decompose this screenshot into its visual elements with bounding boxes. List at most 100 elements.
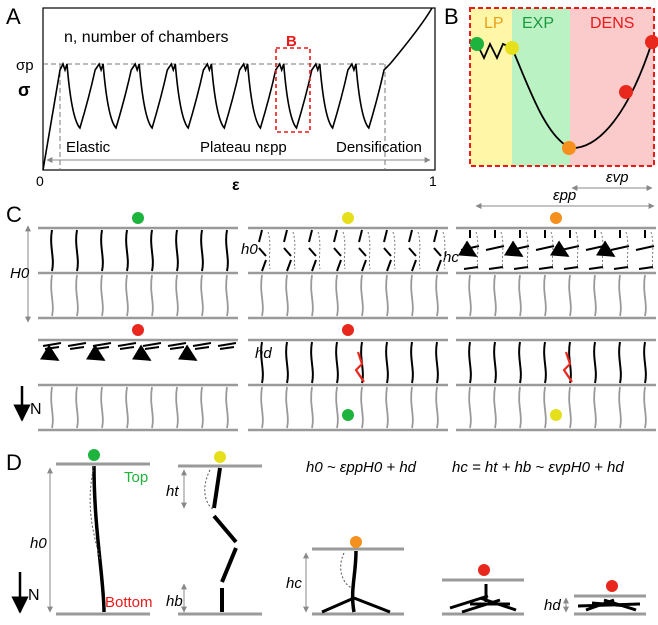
H0-label: H0	[10, 265, 30, 282]
c3-wall-dashed	[475, 231, 479, 270]
c6-lower-wall	[493, 386, 497, 429]
panel-d-label: D	[6, 450, 22, 475]
hd-label-c: hd	[255, 345, 272, 362]
c2-marker-top	[342, 212, 354, 224]
c1-lower-wall	[125, 274, 129, 317]
c6-lower-wall	[518, 386, 522, 429]
region-densification: Densification	[336, 139, 422, 156]
c5-upper-wall	[260, 341, 264, 384]
eps-pp-label: εpp	[553, 187, 576, 204]
c2-upper-wall	[433, 229, 442, 272]
panel-a-label: A	[6, 4, 21, 29]
c2-upper-wall	[333, 229, 342, 272]
c6-lower-wall	[468, 386, 472, 429]
hb-label: hb	[166, 593, 183, 610]
c3-lower-wall	[618, 274, 622, 317]
c4-lower-wall	[100, 386, 104, 429]
c6-lower-wall	[593, 386, 597, 429]
c2-wall-dashed	[317, 231, 321, 270]
c5-upper-wall	[385, 341, 389, 384]
d4-debris	[449, 584, 517, 614]
d1-wall	[92, 465, 106, 613]
c3-wall-dashed	[550, 231, 554, 270]
d2-segment-3	[220, 547, 238, 583]
panel-b: LP EXP DENS εvp εpp	[469, 7, 658, 209]
ht-label: ht	[166, 483, 179, 500]
c1-upper-wall	[150, 229, 154, 272]
c2-wall-dashed	[367, 231, 371, 270]
c4-marker-top	[132, 324, 144, 336]
c2-upper-wall	[358, 229, 367, 272]
lp-region	[470, 8, 512, 166]
c1-upper-wall	[100, 229, 104, 272]
c6-upper-wall	[618, 341, 622, 384]
c5-lower-wall	[285, 386, 289, 429]
d5-marker-red	[606, 580, 618, 592]
panel-c: H0 h0 hc hd N	[10, 212, 656, 432]
c2-lower-wall	[435, 274, 439, 317]
dens-label: DENS	[590, 15, 634, 32]
c3-upper-wall	[635, 230, 655, 270]
force-label-c: N	[30, 401, 42, 418]
inset-b-box	[275, 47, 311, 133]
marker-red-end	[645, 35, 658, 49]
c5-upper-wall	[310, 341, 314, 384]
c3-upper-wall	[510, 230, 530, 270]
dens-region	[570, 8, 654, 166]
c5-fracture-path	[354, 351, 365, 383]
c6-lower-wall	[568, 386, 572, 429]
c4-lower-wall	[225, 386, 229, 429]
c5-marker-bottom	[342, 409, 354, 421]
c6-marker-bottom	[550, 409, 562, 421]
c5-marker-top	[342, 324, 354, 336]
c5-lower-wall	[385, 386, 389, 429]
c4-upper-wall	[92, 342, 112, 350]
c2-wall-dashed	[267, 231, 271, 270]
c2-lower-wall	[285, 274, 289, 317]
c1-lower-wall	[225, 274, 229, 317]
c3-upper-wall	[460, 230, 480, 270]
c1-upper-wall	[125, 229, 129, 272]
panel-a: B n, number of chambers σp σ 0 1 ε Elast…	[16, 7, 437, 194]
c3-marker-top	[550, 212, 562, 224]
hc-label-d: hc	[286, 575, 302, 592]
c3-lower-wall	[493, 274, 497, 317]
bottom-label: Bottom	[105, 594, 153, 611]
c3-move-arrow	[457, 240, 478, 258]
c3-wall-dashed	[525, 231, 529, 270]
c2-upper-wall	[308, 229, 317, 272]
plot-a-frame	[42, 7, 436, 171]
c2-upper-wall	[283, 229, 292, 272]
c4-upper-wall	[192, 342, 212, 350]
c1-upper-wall	[75, 229, 79, 272]
c3-upper-wall	[560, 230, 580, 270]
c3-upper-wall	[610, 230, 630, 270]
y-axis-label: σ	[18, 80, 30, 100]
d5-debris	[577, 598, 641, 612]
c6-lower-wall	[618, 386, 622, 429]
c3-wall-dashed	[500, 231, 504, 270]
c5-upper-wall	[410, 341, 414, 384]
c6-upper-wall	[593, 341, 597, 384]
c3-wall-dashed	[575, 231, 579, 270]
c3-move-arrow	[595, 240, 616, 258]
c3-lower-wall	[568, 274, 572, 317]
c4-upper-wall	[67, 342, 87, 350]
c1-lower-wall	[175, 274, 179, 317]
c3-lower-wall	[468, 274, 472, 317]
c2-lower-wall	[335, 274, 339, 317]
c2-lower-wall	[385, 274, 389, 317]
stress-strain-curve	[42, 7, 433, 171]
c2-upper-wall	[383, 229, 392, 272]
tick-0: 0	[36, 173, 44, 189]
c6-upper-wall	[518, 341, 522, 384]
c6-lower-wall	[543, 386, 547, 429]
c5-upper-wall	[435, 341, 439, 384]
c4-lower-wall	[200, 386, 204, 429]
c4-move-arrow	[39, 344, 60, 362]
c2-wall-dashed	[392, 231, 396, 270]
tick-1: 1	[429, 173, 437, 189]
c5-upper-wall	[335, 341, 339, 384]
c2-lower-wall	[410, 274, 414, 317]
c1-upper-wall	[175, 229, 179, 272]
